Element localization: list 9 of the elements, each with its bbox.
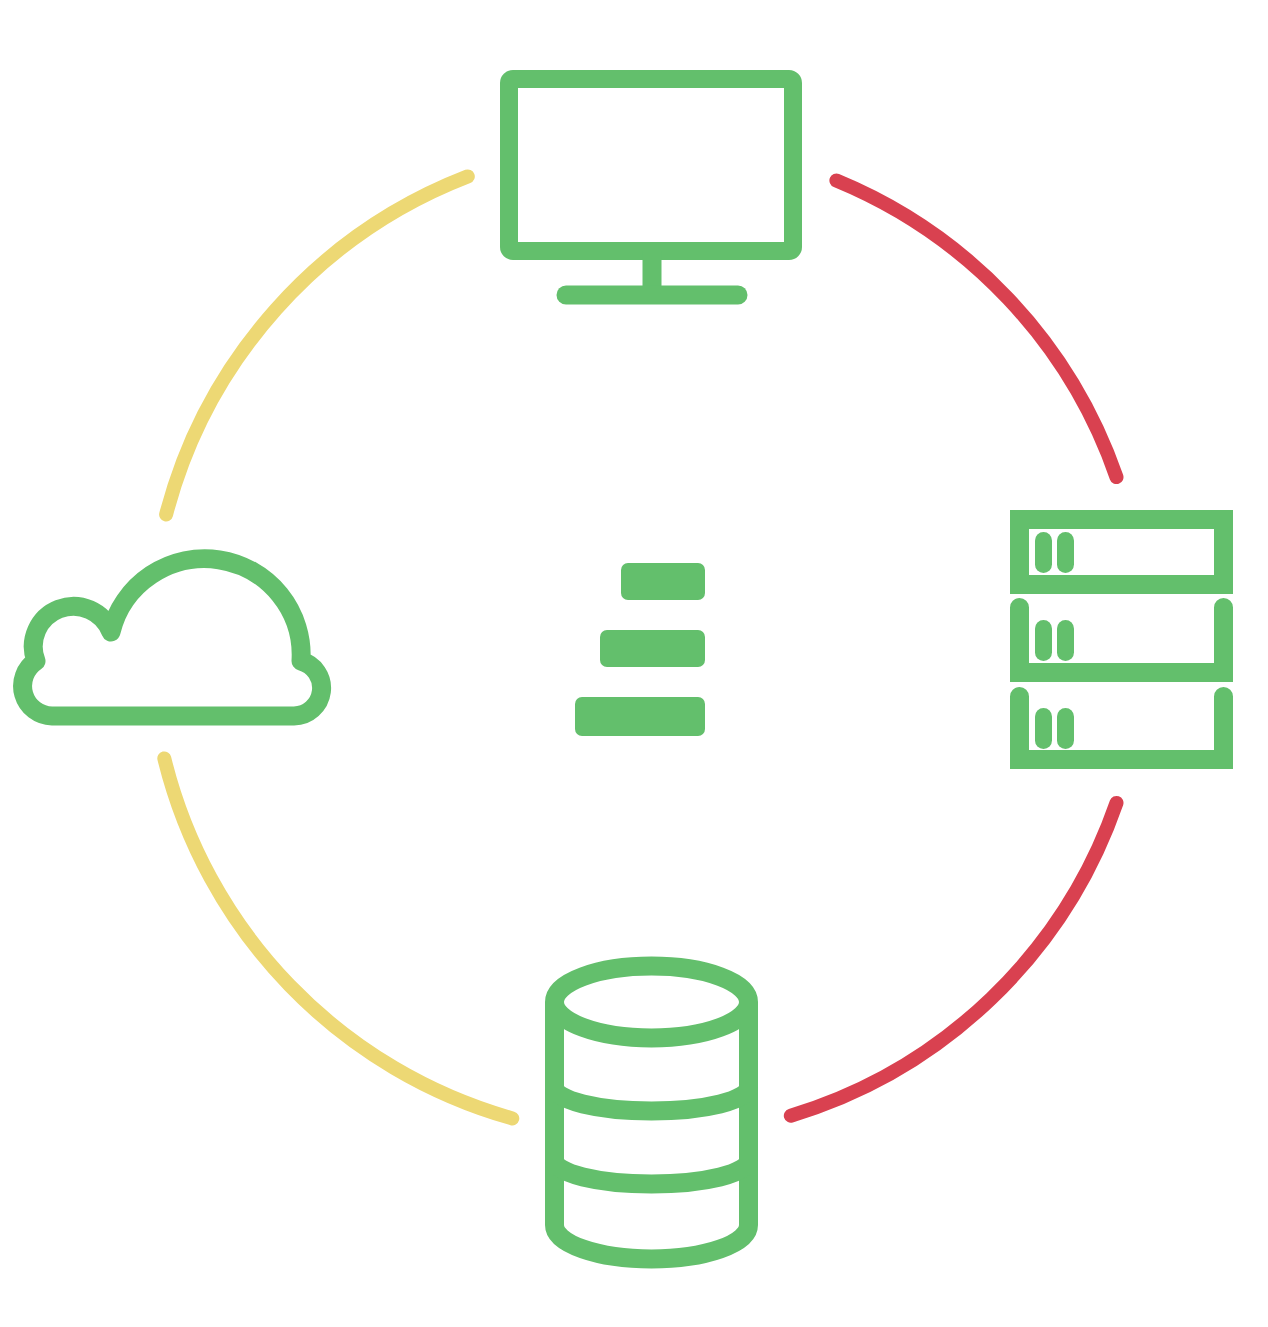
connector-arc (829, 173, 1124, 485)
connector-arc (783, 795, 1124, 1123)
monitor-icon (500, 70, 804, 305)
cloud-icon (13, 547, 332, 726)
bar-stack-icon (575, 563, 705, 736)
server-rack-icon (1010, 510, 1234, 770)
connector-arc (159, 169, 475, 522)
connector-arc (157, 751, 520, 1126)
database-icon (545, 957, 758, 1270)
